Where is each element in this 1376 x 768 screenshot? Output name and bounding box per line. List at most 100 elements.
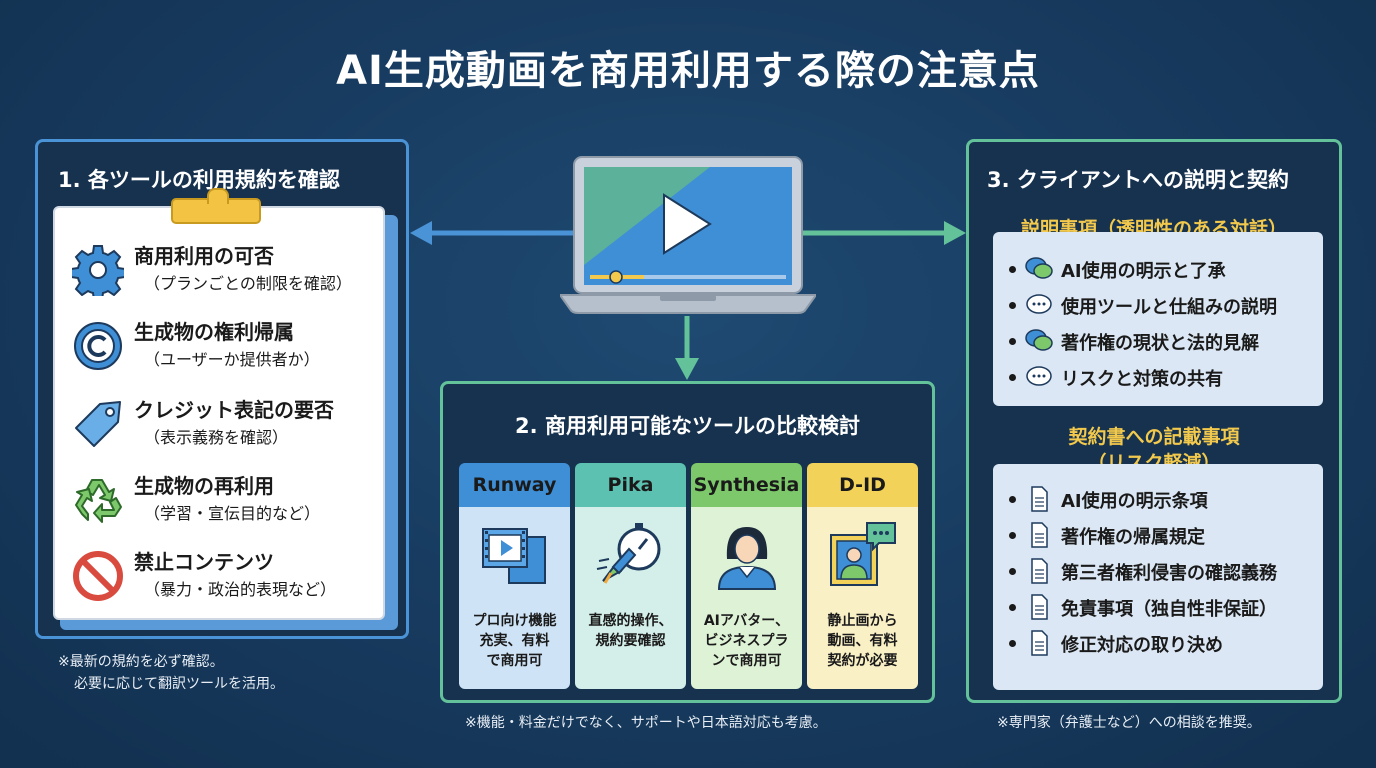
bullet: [1009, 302, 1016, 309]
tool-desc-line: AIアバター、: [703, 613, 790, 629]
list-item: 免責事項（独自性非保証）: [1009, 594, 1319, 622]
list-item: 著作権の現状と法的見解: [1009, 328, 1319, 356]
tool-desc-line: 規約要確認: [595, 633, 666, 649]
tool-desc: 直感的操作、 規約要確認: [577, 611, 684, 651]
arrow-right-icon: [800, 221, 966, 245]
page-title: AI生成動画を商用利用する際の注意点: [336, 48, 1040, 94]
panel3-title: 3. クライアントへの説明と契約: [987, 168, 1290, 192]
arrow-left-icon: [410, 221, 576, 245]
list-item-text: 修正対応の取り決め: [1061, 635, 1223, 656]
document-icon: [1031, 558, 1048, 584]
rule-title: 禁止コンテンツ: [134, 550, 274, 574]
rule-sub: （学習・宣伝目的など）: [144, 504, 321, 523]
tool-desc: プロ向け機能 充実、有料 で商用可: [461, 611, 568, 671]
photo-chat-icon: [830, 522, 896, 586]
rule-sub: （表示義務を確認）: [144, 428, 289, 447]
rocket-stopwatch-icon: [596, 523, 661, 584]
tool-card-did: D-ID 静止画から 動画、有料 契約が必要: [807, 463, 918, 689]
bullet: [1009, 604, 1016, 611]
list-item: 著作権の帰属規定: [1009, 522, 1319, 550]
tool-card-pika: Pika 直感的操作、 規約要確認: [575, 463, 686, 689]
bullet: [1009, 338, 1016, 345]
list-item: 使用ツールと仕組みの説明: [1009, 292, 1319, 320]
tool-desc: AIアバター、 ビジネスプラ ンで商用可: [693, 611, 800, 671]
tool-comparison-panel: 2. 商用利用可能なツールの比較検討 Runway プロ向け機能 充実、有料 で…: [440, 381, 935, 703]
clipboard-clip-icon: [171, 188, 261, 224]
list-item-text: 第三者権利侵害の確認義務: [1061, 563, 1277, 584]
rule-item-prohibited: 禁止コンテンツ （暴力・政治的表現など）: [72, 546, 402, 612]
tool-name: Synthesia: [691, 463, 802, 507]
client-contract-panel: 3. クライアントへの説明と契約 説明事項（透明性のある対話） AI使用の明示と…: [966, 139, 1342, 703]
list-item: AI使用の明示条項: [1009, 486, 1319, 514]
panel1-title: 1. 各ツールの利用規約を確認: [58, 168, 340, 192]
panel1-note-line2: 必要に応じて翻訳ツールを活用。: [74, 676, 284, 692]
document-icon: [1031, 630, 1048, 656]
tag-icon: [75, 401, 121, 447]
bullet: [1009, 640, 1016, 647]
bullet: [1009, 496, 1016, 503]
contract-list: AI使用の明示条項 著作権の帰属規定 第三者権利侵害の確認義務 免責事項（独自性…: [993, 464, 1323, 690]
tool-desc-line: 充実、有料: [479, 633, 550, 649]
rule-title: クレジット表記の要否: [134, 398, 334, 422]
document-icon: [1031, 486, 1048, 512]
prohibited-icon: [73, 551, 123, 601]
rule-sub: （プランごとの制限を確認）: [144, 274, 352, 293]
tool-desc-line: で商用可: [486, 653, 543, 669]
document-icon: [1031, 522, 1048, 548]
document-icon: [1031, 594, 1048, 620]
copyright-icon: [74, 322, 122, 370]
film-icon: [482, 528, 546, 584]
list-item: AI使用の明示と了承: [1009, 256, 1319, 284]
tool-card-runway: Runway プロ向け機能 充実、有料 で商用可: [459, 463, 570, 689]
tool-desc-line: 直感的操作、: [588, 613, 673, 629]
bullet: [1009, 568, 1016, 575]
list-item-text: 免責事項（独自性非保証）: [1061, 599, 1277, 620]
panel1-note-line1: ※最新の規約を必ず確認。: [58, 654, 224, 670]
rule-title: 商用利用の可否: [134, 244, 274, 268]
panel3-note: ※専門家（弁護士など）への相談を推奨。: [997, 715, 1261, 731]
rule-item-reuse: 生成物の再利用 （学習・宣伝目的など）: [72, 470, 402, 536]
chat-bubbles-icon: [1026, 294, 1052, 314]
laptop-play-icon: [560, 156, 816, 314]
bullet: [1009, 532, 1016, 539]
list-item-text: 使用ツールと仕組みの説明: [1061, 297, 1277, 318]
panel2-note: ※機能・料金だけでなく、サポートや日本語対応も考慮。: [465, 715, 827, 731]
tool-desc-line: 契約が必要: [827, 653, 898, 669]
chat-bubbles-icon: [1025, 329, 1053, 351]
bullet: [1009, 374, 1016, 381]
list-item-text: リスクと対策の共有: [1061, 369, 1223, 390]
gear-icon: [72, 245, 124, 296]
bullet: [1009, 266, 1016, 273]
tool-desc-line: プロ向け機能: [472, 613, 557, 629]
tool-name: D-ID: [807, 463, 918, 507]
list-item-text: 著作権の現状と法的見解: [1061, 333, 1259, 354]
rule-title: 生成物の再利用: [134, 474, 274, 498]
panel2-title: 2. 商用利用可能なツールの比較検討: [515, 414, 860, 438]
tool-name: Pika: [575, 463, 686, 507]
arrow-down-icon: [675, 316, 699, 380]
list-item: 第三者権利侵害の確認義務: [1009, 558, 1319, 586]
list-item: 修正対応の取り決め: [1009, 630, 1319, 658]
list-item: リスクと対策の共有: [1009, 364, 1319, 392]
tool-card-synthesia: Synthesia AIアバター、 ビジネスプラ ンで商用可: [691, 463, 802, 689]
recycle-icon: [75, 479, 122, 523]
list-item-text: 著作権の帰属規定: [1061, 527, 1205, 548]
tool-name: Runway: [459, 463, 570, 507]
chat-bubbles-icon: [1026, 366, 1052, 386]
list-item-text: AI使用の明示条項: [1061, 491, 1208, 512]
rule-item-commercial-use: 商用利用の可否 （プランごとの制限を確認）: [72, 240, 402, 306]
rule-title: 生成物の権利帰属: [134, 320, 294, 344]
tool-desc-line: ンで商用可: [711, 653, 782, 669]
rule-sub: （暴力・政治的表現など）: [144, 580, 337, 599]
tool-desc: 静止画から 動画、有料 契約が必要: [809, 611, 916, 671]
avatar-icon: [717, 527, 777, 590]
panel1-note: ※最新の規約を必ず確認。 必要に応じて翻訳ツールを活用。: [58, 651, 284, 695]
chat-bubbles-icon: [1025, 257, 1053, 279]
tool-desc-line: ビジネスプラ: [704, 633, 789, 649]
explanation-list: AI使用の明示と了承 使用ツールと仕組みの説明 著作権の現状と法的見解 リスクと…: [993, 232, 1323, 406]
rule-item-rights: 生成物の権利帰属 （ユーザーか提供者か）: [72, 316, 402, 382]
list-item-text: AI使用の明示と了承: [1061, 261, 1226, 282]
tool-desc-line: 静止画から: [827, 613, 898, 629]
section-contract-head-line1: 契約書への記載事項: [1068, 426, 1240, 448]
rule-item-credit: クレジット表記の要否 （表示義務を確認）: [72, 394, 402, 460]
